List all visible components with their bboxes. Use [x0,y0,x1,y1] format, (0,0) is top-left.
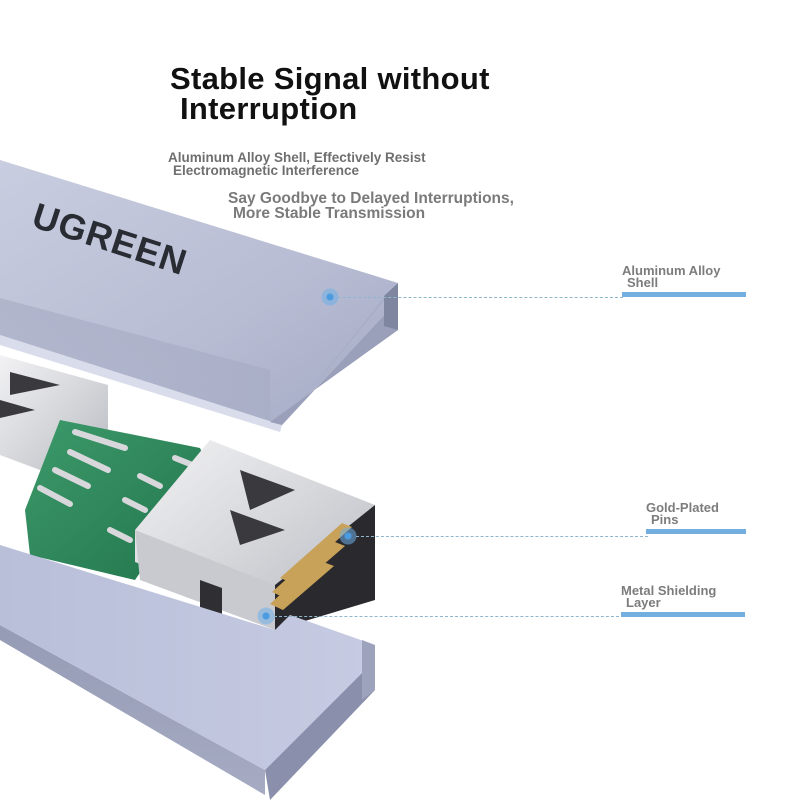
callout-shell-line-1: Aluminum Alloy [622,263,721,278]
subtitle-transmission: Say Goodbye to Delayed Interruptions, Mo… [228,190,514,222]
callout-metal-shielding: Metal Shielding Layer [621,583,745,617]
bottom-shell [0,545,375,800]
subtitle-2-line-2: More Stable Transmission [233,205,426,222]
callout-aluminum-shell: Aluminum Alloy Shell [622,263,746,297]
callout-accent-bar [621,612,745,617]
callout-pins-line-1: Gold-Plated [646,500,719,515]
callout-accent-bar [646,529,746,534]
headline: Stable Signal without Interruption [170,61,490,126]
usb-a-port [135,440,375,630]
subtitle-shell-description: Aluminum Alloy Shell, Effectively Resist… [168,150,426,178]
callout-leader-shell [338,297,623,298]
callout-shielding-line-2: Layer [626,595,661,610]
callout-dot-shell-icon [321,288,339,306]
subtitle-1-line-2: Electromagnetic Interference [173,163,360,178]
top-shell: UGREEN [0,160,398,432]
callout-leader-pins [356,536,648,537]
headline-line-1: Stable Signal without [170,61,490,96]
subtitle-2-line-1: Say Goodbye to Delayed Interruptions, [228,190,514,207]
callout-shell-line-2: Shell [627,275,659,290]
callout-dot-shielding-icon [257,607,275,625]
headline-line-2: Interruption [180,91,358,126]
callout-pins-line-2: Pins [651,512,679,527]
callout-leader-shielding [274,616,624,617]
subtitle-1-line-1: Aluminum Alloy Shell, Effectively Resist [168,150,426,165]
callout-dot-pins-icon [339,527,357,545]
callout-shielding-line-1: Metal Shielding [621,583,717,598]
callout-accent-bar [622,292,746,297]
pcb-board [25,420,210,580]
callout-gold-pins: Gold-Plated Pins [646,500,746,534]
